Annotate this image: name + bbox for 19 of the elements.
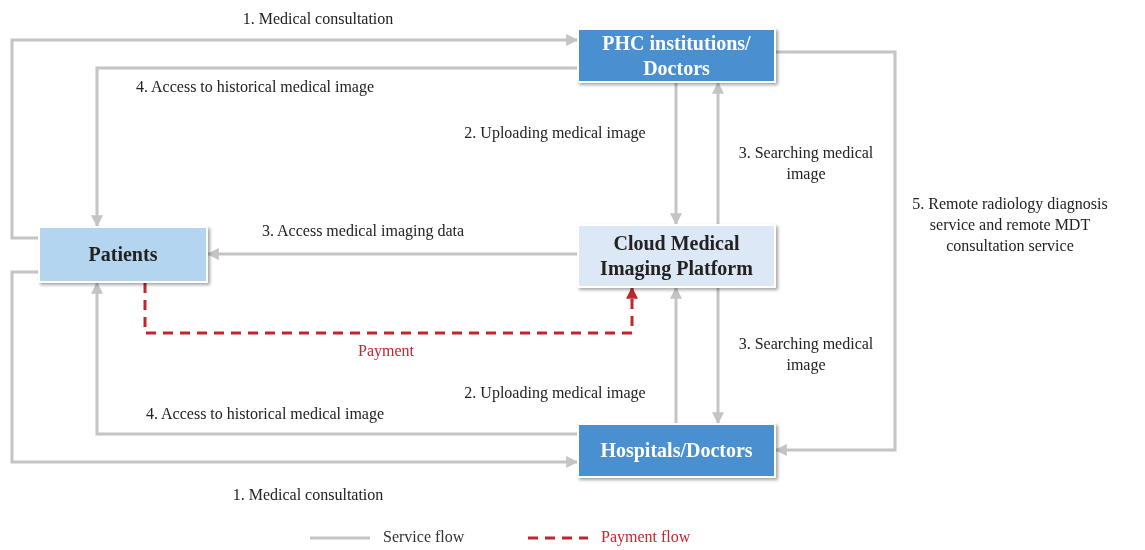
process-box: [577, 423, 776, 478]
arrow: [91, 66, 577, 228]
arrow: [670, 83, 682, 226]
arrow: [712, 81, 724, 224]
process-box: [577, 28, 776, 83]
node-label: Cloud Medical Imaging Platform: [599, 231, 754, 281]
arrow: [10, 270, 579, 468]
process-box: [577, 224, 776, 288]
node-label: Hospitals/Doctors: [600, 438, 753, 463]
arrow: [670, 286, 682, 423]
legend-label: Payment flow: [601, 528, 691, 546]
arrow: [712, 288, 724, 425]
process-box: [38, 226, 208, 283]
arrow: [10, 34, 579, 240]
arrow: [91, 281, 577, 436]
legend-label: Service flow: [383, 528, 465, 546]
node-label: PHC institutions/ Doctors: [601, 30, 752, 81]
node-label: Patients: [88, 242, 158, 267]
arrow: [143, 283, 638, 335]
